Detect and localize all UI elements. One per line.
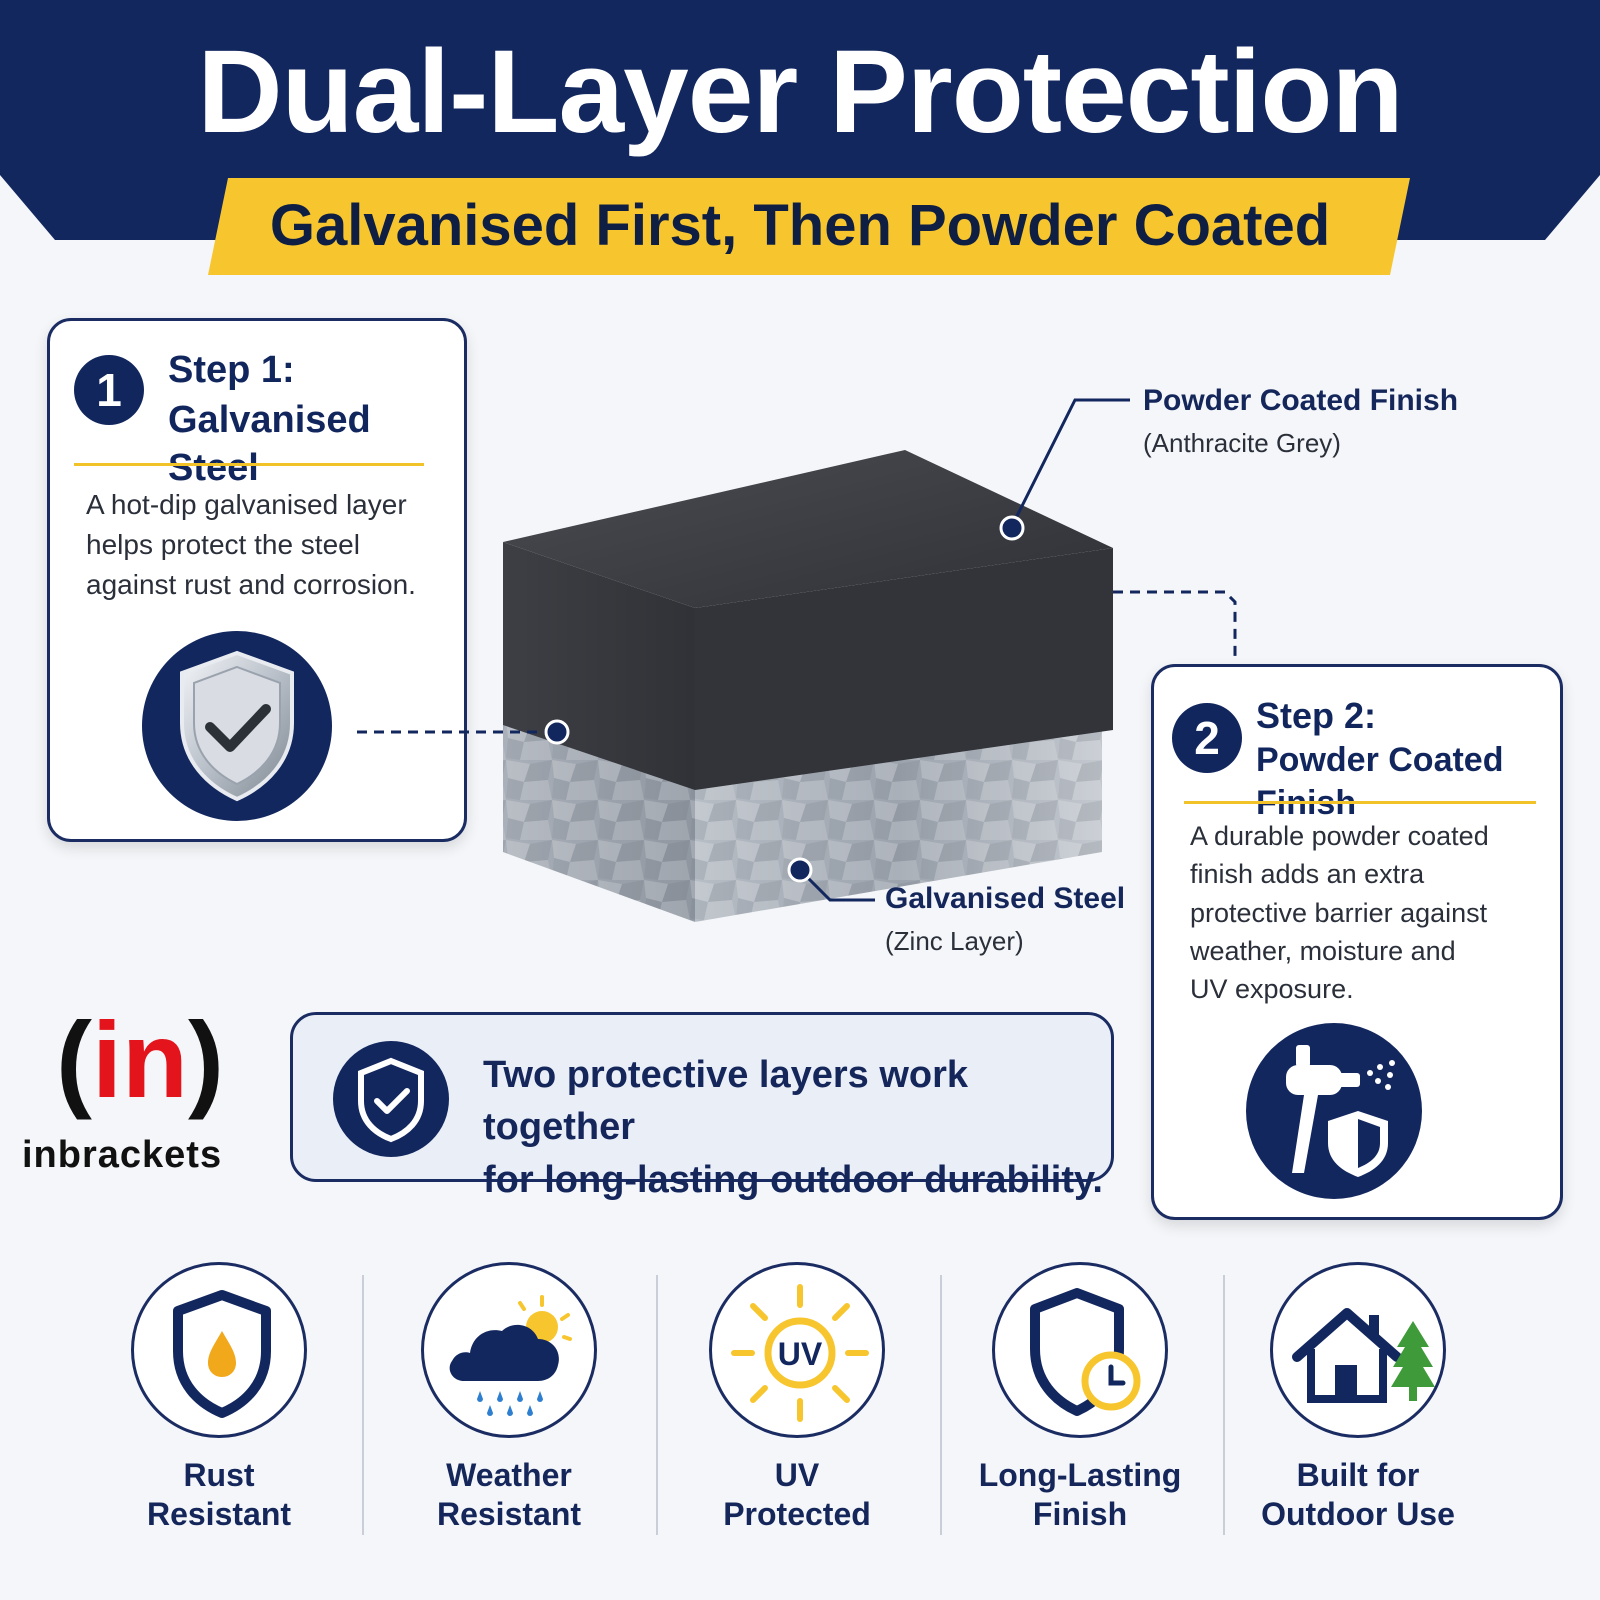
page-title: Dual-Layer Protection xyxy=(197,26,1403,158)
step2-number-badge: 2 xyxy=(1172,703,1242,773)
step2-card: 2 Step 2: Powder Coated Finish A durable… xyxy=(1151,664,1563,1220)
brand-name: inbrackets xyxy=(22,1134,223,1176)
feature-icon-circle xyxy=(992,1262,1168,1438)
shield-check-icon xyxy=(180,650,294,802)
step2-icon-disc xyxy=(1246,1023,1422,1199)
brand-left-bracket: ( xyxy=(56,999,92,1120)
uv-sun-icon: UV xyxy=(731,1284,869,1422)
dashed-connector-step2 xyxy=(1113,590,1237,662)
house-tree-icon xyxy=(1292,1308,1435,1403)
feature-divider xyxy=(362,1275,364,1535)
step1-desc-line: against rust and corrosion. xyxy=(86,568,416,600)
banner-line: Two protective layers work together xyxy=(483,1054,969,1149)
step1-number-badge: 1 xyxy=(74,355,144,425)
feature-label-line: Long-Lasting xyxy=(978,1457,1182,1493)
callout-line-powder xyxy=(1008,398,1130,531)
callout-line-zinc xyxy=(798,868,875,902)
layer-diagram xyxy=(357,398,1237,922)
page-subtitle: Galvanised First, Then Powder Coated xyxy=(269,193,1331,258)
step1-icon-disc xyxy=(142,631,332,821)
feature-long-lasting-finish: Long-Lasting Finish xyxy=(955,1262,1205,1534)
step2-desc-line: protective barrier against xyxy=(1190,897,1488,928)
step1-card: 1 Step 1: Galvanised Steel A hot-dip gal… xyxy=(47,318,467,842)
feature-uv-protected: UV UV Protected xyxy=(672,1262,922,1534)
feature-label: Built for Outdoor Use xyxy=(1233,1456,1483,1534)
connector-dot-step1 xyxy=(544,719,570,745)
feature-label-line: Weather xyxy=(446,1457,572,1493)
feature-divider xyxy=(656,1275,658,1535)
step2-desc-line: finish adds an extra xyxy=(1190,859,1425,890)
feature-weather-resistant: Weather Resistant xyxy=(384,1262,634,1534)
callout-powder-title: Powder Coated Finish xyxy=(1143,384,1459,417)
feature-icon-circle xyxy=(421,1262,597,1438)
feature-label-line: Rust xyxy=(183,1457,255,1493)
step2-desc-line: UV exposure. xyxy=(1190,974,1354,1005)
step2-description: A durable powder coated finish adds an e… xyxy=(1190,817,1560,1009)
callout-zinc-subtitle: (Zinc Layer) xyxy=(885,926,1024,956)
powder-layer-front-face xyxy=(695,548,1113,790)
feature-rust-resistant: Rust Resistant xyxy=(94,1262,344,1534)
callout-powder-subtitle: (Anthracite Grey) xyxy=(1143,428,1341,458)
feature-label: Weather Resistant xyxy=(384,1456,634,1534)
feature-label-line: Protected xyxy=(723,1496,871,1533)
shield-clock-icon xyxy=(1030,1288,1141,1416)
feature-divider xyxy=(940,1275,942,1535)
feature-label-line: Finish xyxy=(1032,1496,1128,1533)
feature-label-line: Resistant xyxy=(436,1496,582,1533)
header-banner xyxy=(0,0,1600,275)
step2-desc-line: weather, moisture and xyxy=(1190,935,1456,966)
feature-built-for-outdoor-use: Built for Outdoor Use xyxy=(1233,1262,1483,1534)
step1-title-line2: Galvanised Steel xyxy=(168,399,371,489)
banner-line: for long-lasting outdoor durability. xyxy=(483,1158,1103,1201)
brand-mark-text: in xyxy=(92,999,188,1120)
callout-zinc-title: Galvanised Steel xyxy=(885,882,1126,915)
feature-divider xyxy=(1223,1275,1225,1535)
callout-dot-zinc xyxy=(787,857,813,883)
step1-desc-line: helps protect the steel xyxy=(86,528,360,560)
feature-label-line: Resistant xyxy=(146,1496,292,1533)
feature-label: UV Protected xyxy=(672,1456,922,1534)
step2-title-line2: Powder Coated Finish xyxy=(1256,741,1504,822)
feature-label-line: UV xyxy=(774,1457,820,1493)
shield-droplet-icon xyxy=(173,1290,271,1418)
feature-label-line: Built for xyxy=(1296,1457,1420,1493)
header-background xyxy=(0,0,1600,275)
feature-icon-circle xyxy=(131,1262,307,1438)
shield-check-icon xyxy=(358,1057,424,1143)
summary-banner: Two protective layers work together for … xyxy=(290,1012,1114,1201)
feature-label: Rust Resistant xyxy=(94,1456,344,1534)
brand-logo: (in) xyxy=(40,1000,240,1130)
feature-icon-circle xyxy=(1270,1262,1446,1438)
step1-description: A hot-dip galvanised layer helps protect… xyxy=(86,485,456,604)
step1-divider xyxy=(74,463,424,466)
feature-label: Long-Lasting Finish xyxy=(955,1456,1205,1534)
brand-right-bracket: ) xyxy=(187,999,224,1120)
powder-layer-top-face xyxy=(503,450,1113,608)
banner-icon-disc xyxy=(333,1041,449,1157)
step1-desc-line: A hot-dip galvanised layer xyxy=(86,489,407,520)
callout-dot-powder xyxy=(999,515,1025,541)
feature-icon-circle: UV xyxy=(709,1262,885,1438)
banner-text: Two protective layers work together for … xyxy=(483,1049,1103,1206)
step2-divider xyxy=(1184,801,1536,804)
uv-badge-text: UV xyxy=(778,1336,823,1372)
step1-title-line1: Step 1: xyxy=(168,349,295,391)
cloud-rain-sun-icon xyxy=(449,1295,572,1416)
feature-label-line: Outdoor Use xyxy=(1261,1496,1455,1533)
spray-gun-icon xyxy=(1286,1045,1395,1177)
step2-desc-line: A durable powder coated xyxy=(1190,821,1489,851)
step2-title-line1: Step 2: xyxy=(1256,695,1377,736)
